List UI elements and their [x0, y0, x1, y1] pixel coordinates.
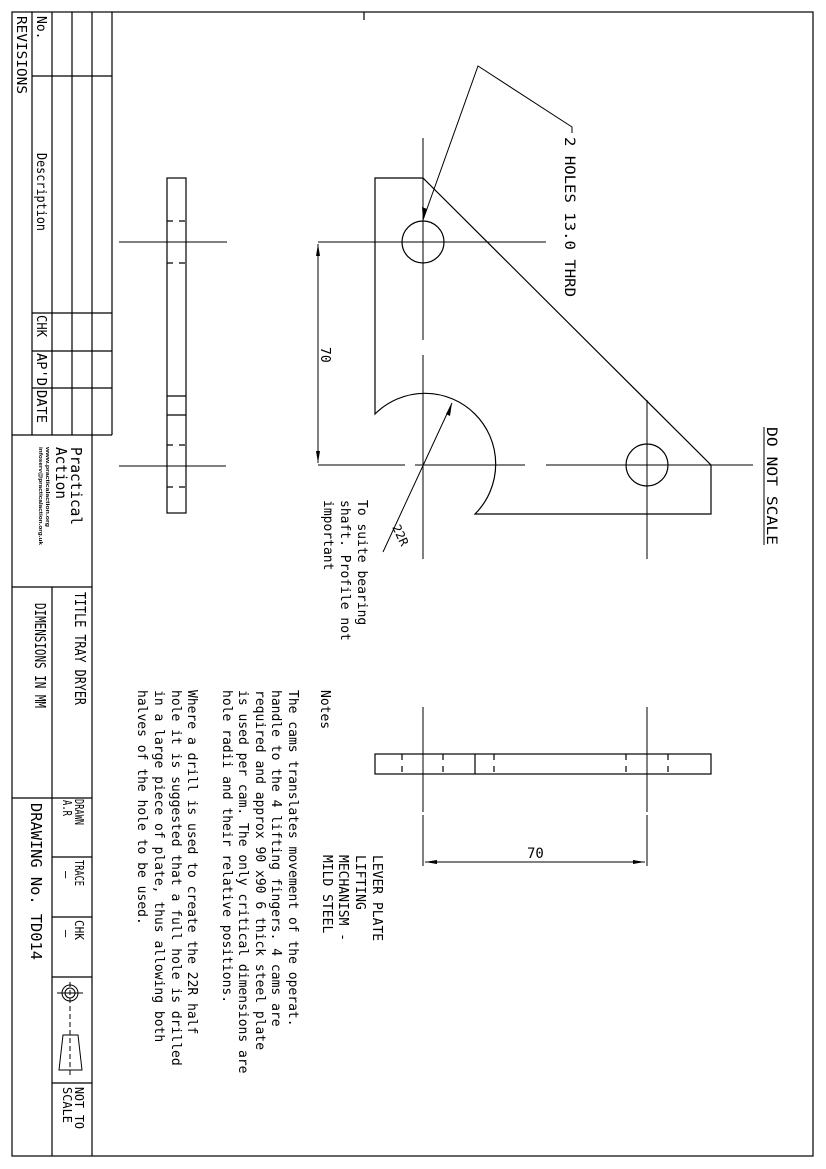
- chk-value: –: [59, 930, 73, 938]
- trace-label: TRACE: [72, 860, 86, 886]
- logo-line-1: Practical: [67, 447, 85, 525]
- notes: Notes The cams translates movement of th…: [134, 690, 332, 1074]
- drawing-number: DRAWING No. TD014: [27, 803, 45, 960]
- side-view-vertical: [119, 177, 227, 514]
- third-angle-projection-icon: [57, 982, 83, 1078]
- profile-note-line: To suite bearing: [354, 500, 369, 625]
- chk-label: CHK: [72, 920, 86, 941]
- holes-callout-label: 2 HOLES 13.0 THRD: [561, 137, 577, 297]
- title-block: Practical Action www.practicalaction.org…: [12, 435, 93, 1156]
- side-view-horizontal: 70: [374, 707, 712, 866]
- revisions-col-date: DATE: [33, 390, 48, 423]
- dim-vertical-label: 70: [317, 347, 332, 363]
- sheet-border: [11, 11, 814, 1157]
- notes-line: is used per cam. The only critical dimen…: [235, 690, 250, 1074]
- revisions-table: REVISIONS No. Description CHK AP'D DATE: [12, 12, 113, 436]
- part-label-line: MILD STEEL: [319, 855, 334, 933]
- drawn-label: DRAWN: [72, 799, 86, 825]
- notes-line: hole it is suggested that a full hole is…: [168, 690, 183, 1066]
- revisions-col-description: Description: [33, 153, 48, 231]
- drawing-title: TITLE TRAY DRYER: [71, 592, 89, 706]
- notes-line: in a large piece of plate, thus allowing…: [151, 690, 166, 1042]
- dimension-horizontal-70: 70: [425, 846, 645, 864]
- part-label-line: LIFTING: [352, 855, 367, 910]
- notes-line: Where a drill is used to create the 22R …: [184, 690, 199, 1034]
- part-label: LEVER PLATE LIFTING MECHANISM - MILD STE…: [319, 855, 384, 941]
- lever-plate-front-view: 70 2 HOLES 13.0 THRD 22R To suite bearin…: [316, 65, 753, 641]
- practical-action-logo: Practical Action www.practicalaction.org…: [37, 446, 85, 546]
- dim-horizontal-label: 70: [527, 846, 544, 862]
- revisions-col-chk: CHK: [33, 315, 48, 337]
- part-label-line: MECHANISM -: [335, 855, 350, 941]
- part-label-line: LEVER PLATE: [369, 855, 384, 941]
- notes-line: required and approx 90 x90 6 thick steel…: [252, 690, 267, 1050]
- revisions-col-apd: AP'D: [33, 353, 48, 386]
- units-note: DIMENSIONS IN MM: [31, 603, 49, 708]
- notes-line: halves of the hole to be used.: [134, 690, 149, 925]
- logo-website: www.practicalaction.org: [44, 446, 50, 527]
- notes-heading: Notes: [317, 690, 332, 729]
- drawn-value: A.R: [60, 800, 74, 817]
- not-to-scale-line-1: NOT TO: [72, 1087, 86, 1129]
- logo-line-2: Action: [52, 447, 70, 499]
- do-not-scale-label: DO NOT SCALE: [763, 427, 779, 545]
- dimension-vertical-70: 70: [316, 244, 332, 463]
- trace-value: –: [59, 871, 73, 879]
- profile-note-line: shaft. Profile not: [337, 500, 352, 641]
- profile-note: To suite bearing shaft. Profile not impo…: [320, 500, 369, 641]
- notes-line: handle to the 4 lifting fingers. 4 cams …: [268, 690, 283, 1027]
- notes-line: hole radii and their relative positions.: [219, 690, 234, 1003]
- profile-note-line: important: [320, 500, 335, 570]
- revisions-col-no: No.: [33, 16, 48, 39]
- holes-callout: 2 HOLES 13.0 THRD: [422, 65, 577, 297]
- revisions-title: REVISIONS: [13, 16, 28, 94]
- logo-email: infoserv@practicalaction.org.uk: [37, 447, 43, 545]
- notes-line: The cams translates movement of the oper…: [285, 690, 300, 1027]
- not-to-scale-line-2: SCALE: [60, 1087, 74, 1123]
